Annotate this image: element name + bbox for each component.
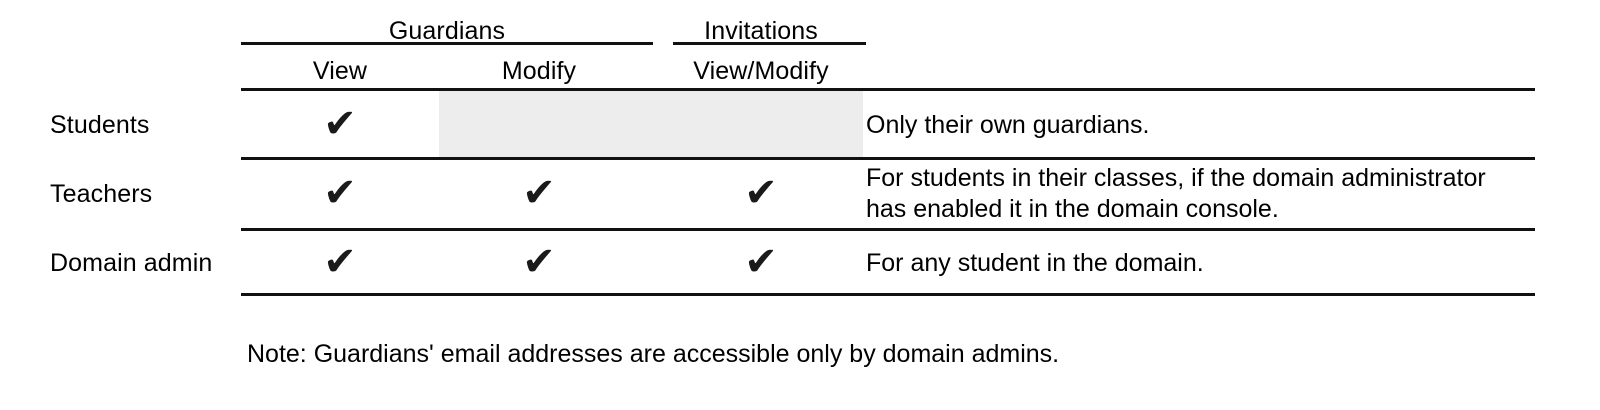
rule-guardians-group — [241, 42, 653, 45]
footnote-note: Note: Guardians' email addresses are acc… — [247, 340, 1060, 368]
rule-row-students — [241, 157, 1535, 160]
check-icon-domain-admin-invitations-view-modify: ✔ — [744, 239, 778, 285]
note-teachers: For students in their classes, if the do… — [866, 164, 1486, 223]
note-domain-admin: For any student in the domain. — [866, 249, 1204, 277]
group-header-guardians: Guardians — [388, 17, 506, 45]
check-icon-domain-admin-guardians-modify: ✔ — [522, 239, 556, 285]
note-students: Only their own guardians. — [866, 111, 1150, 139]
check-icon-domain-admin-guardians-view: ✔ — [323, 239, 357, 285]
rule-table-bottom — [241, 293, 1535, 296]
row-label-students: Students — [50, 111, 150, 139]
column-header-view-modify: View/Modify — [693, 57, 829, 85]
group-header-invitations: Invitations — [704, 17, 818, 45]
rule-row-teachers — [241, 228, 1535, 231]
column-header-view: View — [312, 57, 368, 85]
rule-invitations-group — [673, 42, 866, 45]
check-icon-teachers-guardians-modify: ✔ — [522, 170, 556, 216]
column-header-modify: Modify — [501, 57, 577, 85]
check-icon-teachers-guardians-view: ✔ — [323, 170, 357, 216]
row-label-teachers: Teachers — [50, 180, 153, 208]
students-disabled-cells-shading — [439, 91, 863, 157]
check-icon-students-guardians-view: ✔ — [323, 101, 357, 147]
rule-header-bottom — [241, 88, 1535, 91]
check-icon-teachers-invitations-view-modify: ✔ — [744, 170, 778, 216]
row-label-domain-admin: Domain admin — [50, 249, 213, 277]
